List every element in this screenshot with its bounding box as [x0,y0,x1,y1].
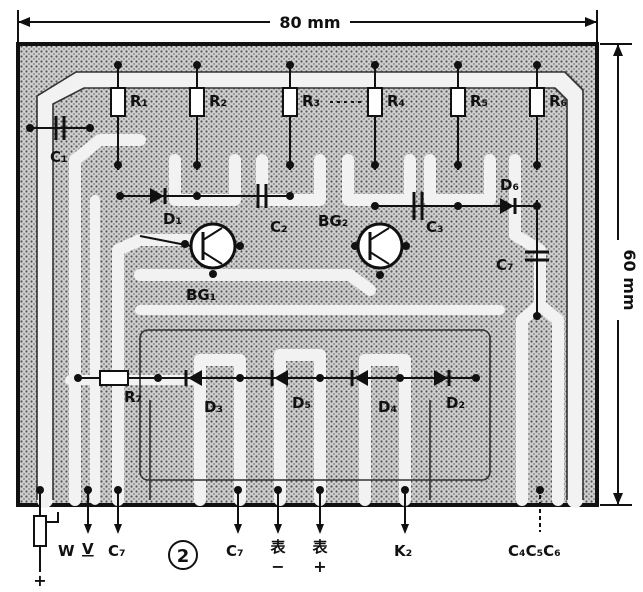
terminal-plus-label: + [33,571,46,590]
resistor-r4: R₄ [367,61,405,170]
meter-pos-label: 表 [312,538,328,556]
c3-label: C₃ [426,218,444,236]
d3-label: D₃ [204,398,223,416]
svg-text:2: 2 [177,546,190,567]
width-label: 80 mm [279,13,340,32]
terminal-w-label: W [58,542,75,560]
trace-outlines [36,71,584,500]
resistor-r1: R₁ [110,61,148,170]
bg2-label: BG₂ [318,212,348,230]
capacitor-c2: C₂ [245,184,294,236]
terminal-c7-left-label: C₇ [108,542,126,560]
d1-label: D₁ [163,210,182,228]
capacitor-c7: C₇ [496,200,549,320]
width-dimension: 80 mm [17,10,598,42]
meter-neg-label: 表 [270,538,286,556]
capacitor-c1: C₁ [26,116,94,166]
diode-d4: D₄ [320,370,404,416]
height-dimension: 60 mm [600,43,639,506]
d4-label: D₄ [378,398,397,416]
diode-d3: D₃ [158,370,244,416]
copper-traces [37,72,583,508]
terminal-k2-label: K₂ [394,542,412,560]
transistor-bg1: BG₁ [139,222,244,304]
terminal-arrows [84,524,409,534]
terminal-c7-mid-label: C₇ [226,542,244,560]
resistor-r2: R₂ [189,61,227,170]
r7-label: R₇ [124,388,142,406]
r5-label: R₅ [470,92,488,110]
d5-label: D₅ [292,394,311,412]
diode-d2: D₂ [400,370,480,412]
resistor-r3: R₃ [282,61,320,170]
d2-label: D₂ [446,394,465,412]
meter-neg-sign: − [271,557,284,576]
bg1-label: BG₁ [186,286,216,304]
diode-d6: D₆ [458,176,541,214]
resistor-row: R₁ R₂ R₃ R₄ R₅ [110,61,567,170]
transistor-bg2: BG₂ [318,212,410,279]
meter-pos-sign: + [313,557,326,576]
height-label: 60 mm [620,249,639,310]
resistor-r5: R₅ [450,61,488,170]
terminal-labels: W V C₇ ② 2 C₇ 表 − 表 + K₂ C₄C₅C₆ + [33,538,560,590]
resistor-r6: R₆ [529,61,567,170]
potentiometer-w [33,512,59,547]
terminal-pads [36,486,544,494]
r6-label: R₆ [549,92,567,110]
resistor-r7: R₇ [74,370,162,406]
r2-label: R₂ [209,92,227,110]
c7-right-label: C₇ [496,256,514,274]
d6-label: D₆ [500,176,519,194]
terminal-v-label: V [82,540,94,558]
r4-label: R₄ [387,92,405,110]
c1-label: C₁ [50,148,68,166]
c2-label: C₂ [270,218,288,236]
r1-label: R₁ [130,92,148,110]
terminal-c456-label: C₄C₅C₆ [508,542,561,560]
diode-d1: D₁ [116,188,245,228]
diode-d5: D₅ [240,370,324,412]
r3-label: R₃ [302,92,320,110]
